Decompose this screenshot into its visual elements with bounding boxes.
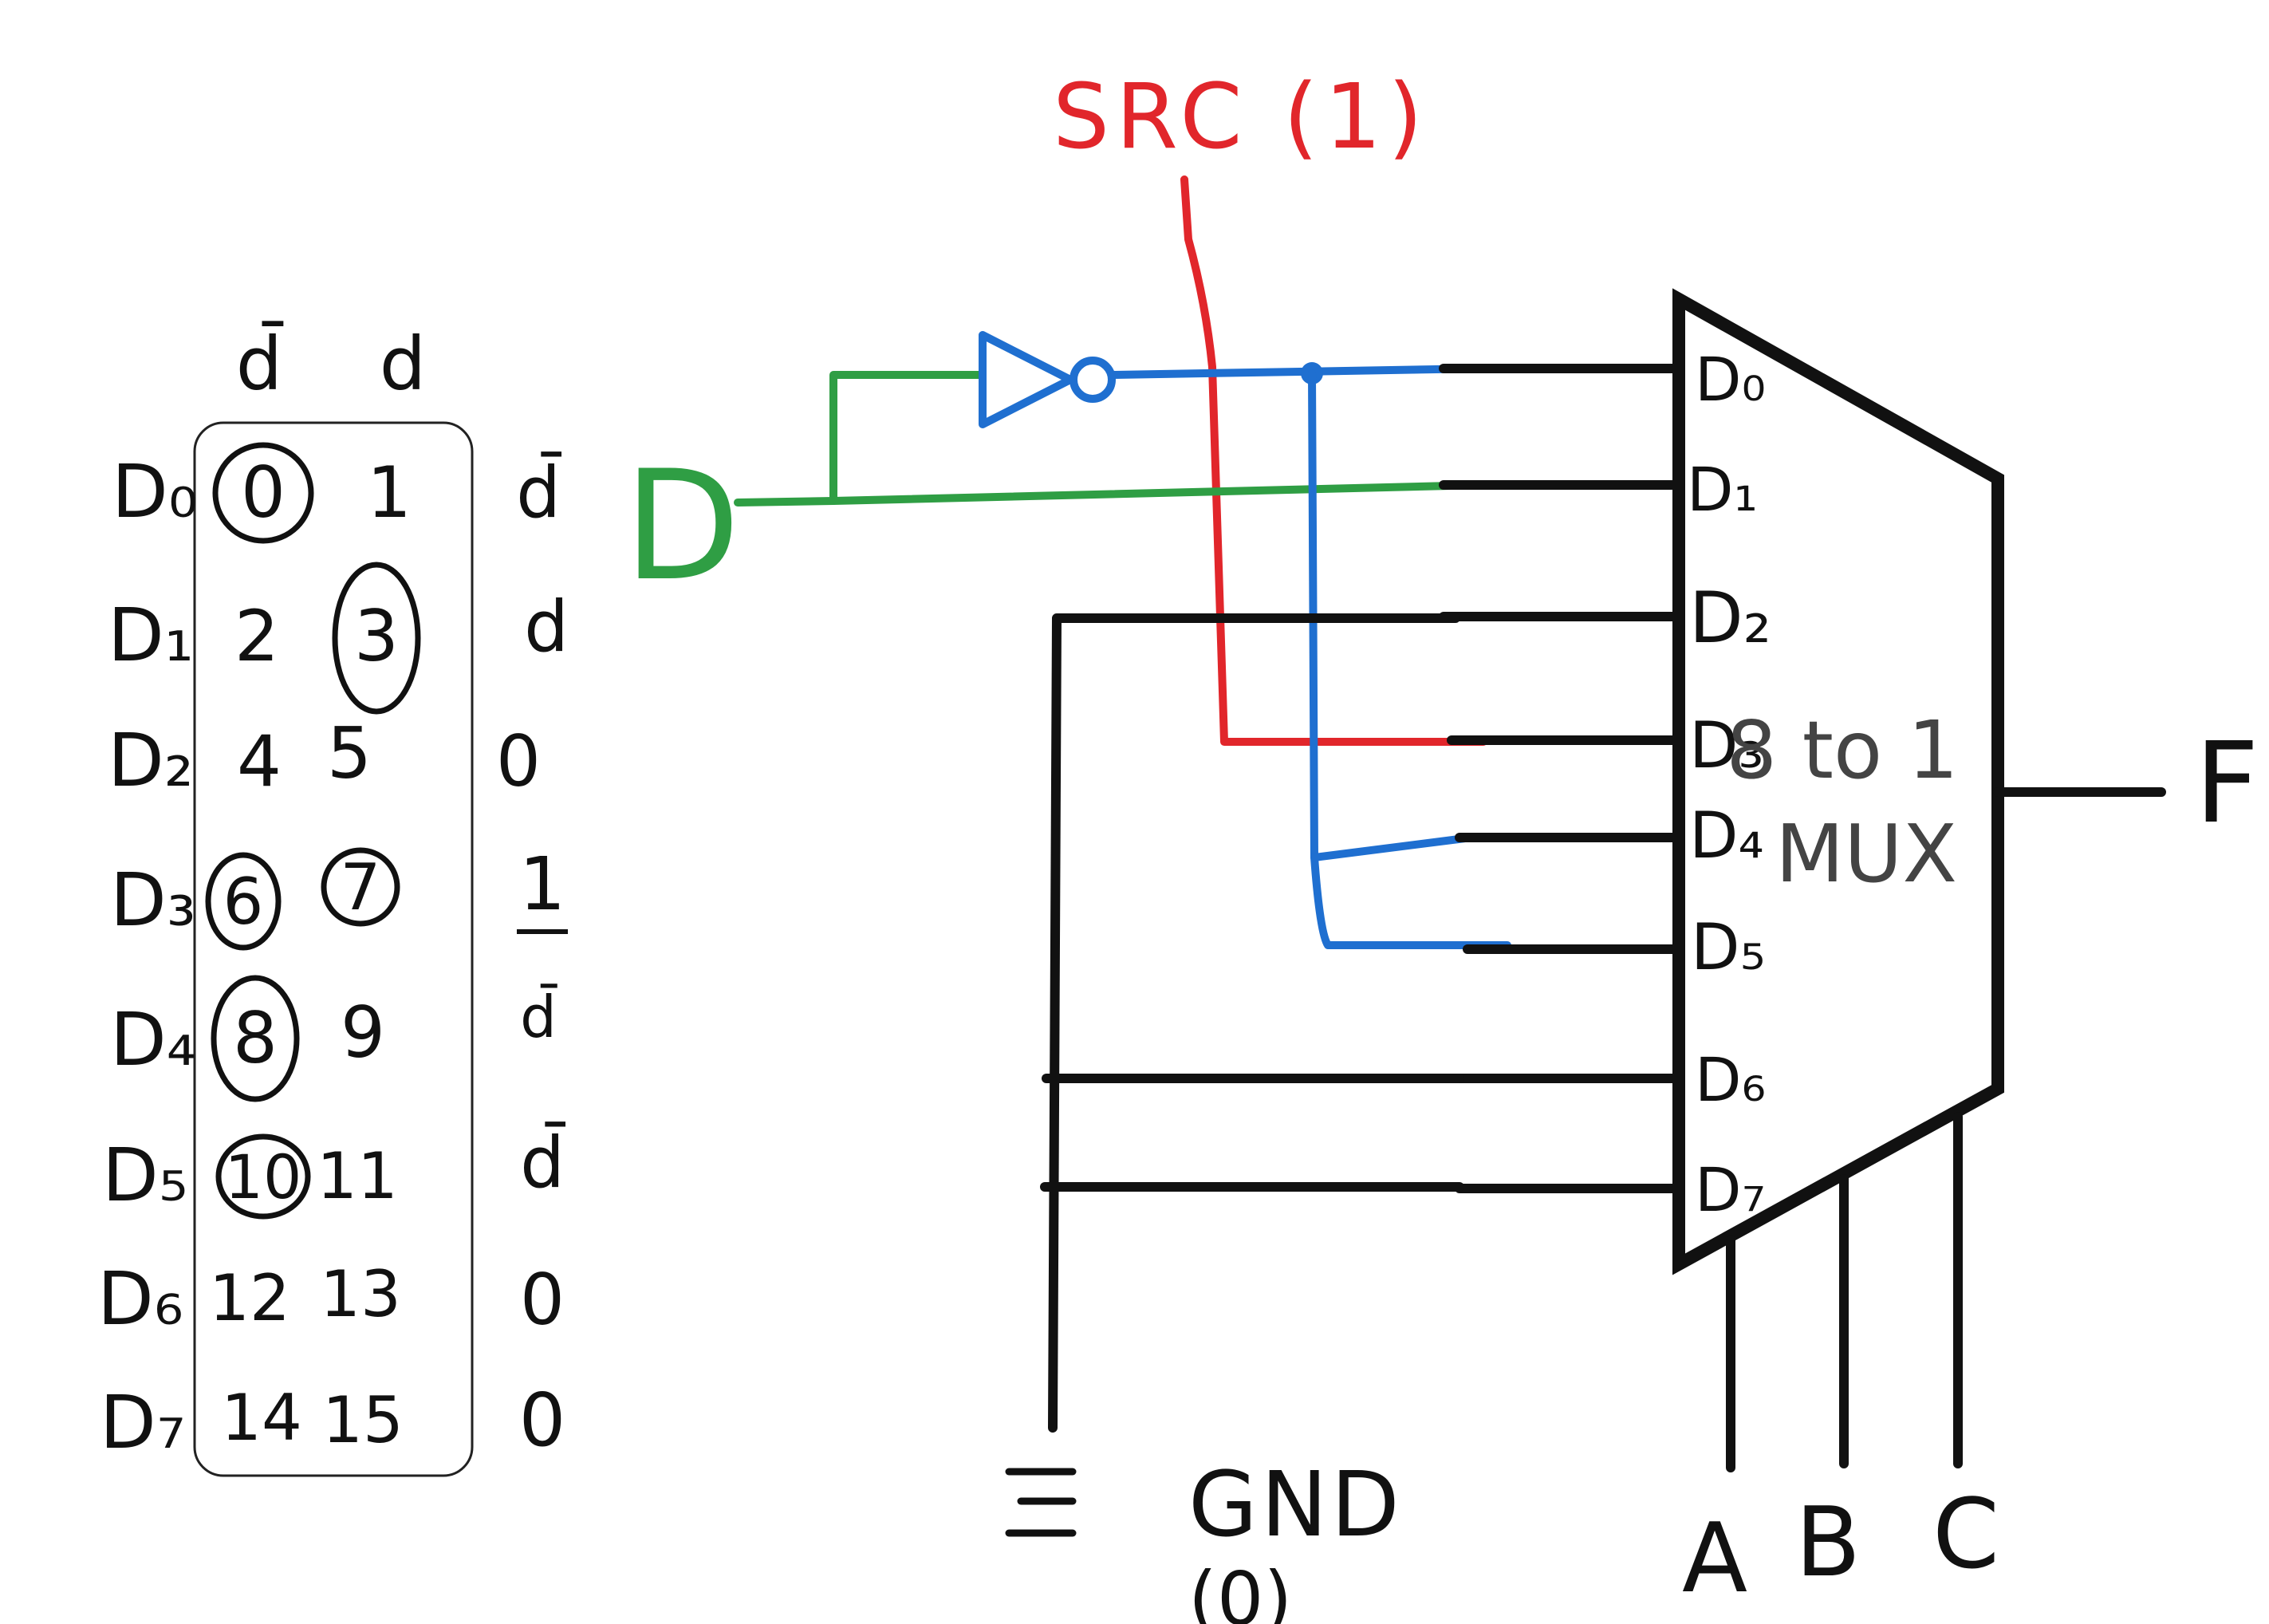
minterm-cell: 1 [367, 451, 412, 534]
mux-input-label: D₄ [1689, 798, 1764, 873]
output-label: F [2195, 719, 2259, 849]
row-input-label: D₁ [108, 593, 194, 678]
minterm-cell: 12 [209, 1261, 290, 1335]
ground-label: GND [1188, 1453, 1403, 1557]
inverted-d-wire-to-d4-d5 [1308, 369, 1511, 949]
minterm-cell: 11 [317, 1139, 398, 1213]
circled-minterm-marker [212, 442, 314, 544]
truth-table: d̄ d D₀ 0 1 d̄ D₁ 2 3 d D₂ 4 5 0 D₃ 6 7 … [97, 321, 569, 1477]
input-d-label: D [624, 438, 740, 614]
minterm-cell: 2 [234, 595, 279, 677]
minterm-cell: 6 [223, 865, 264, 939]
circled-minterm-marker [332, 562, 421, 715]
minterm-cell: 0 [241, 451, 286, 534]
minterm-cell: 8 [233, 997, 278, 1079]
input-d-wire-to-inverter [829, 371, 987, 505]
inverted-d-wire-to-d0 [1108, 365, 1487, 379]
mux-body [1672, 288, 2004, 1275]
mux-input-label: D₅ [1691, 910, 1766, 984]
inverter-gate [979, 331, 1074, 428]
input-d-wire-to-d1 [734, 481, 1487, 507]
inverter-bubble [1070, 357, 1116, 403]
inverted-d-wire-to-d4 [1310, 834, 1475, 861]
row-input-label: D₆ [97, 1256, 183, 1342]
circled-minterm-marker [205, 852, 282, 951]
mux-input-label: D₀ [1695, 344, 1766, 415]
row-input-label: D₇ [100, 1380, 186, 1465]
minterm-cell: 15 [322, 1383, 404, 1457]
circled-minterm-marker [215, 1133, 311, 1220]
minterm-cell: 4 [237, 720, 282, 802]
row-output-value: d̄ [520, 1121, 566, 1204]
mux-input-label: D₃ [1689, 708, 1764, 782]
circled-minterm-marker [211, 975, 300, 1102]
circuit: SRC (1) D GND (0) [624, 65, 2259, 1624]
ground-value: (0) [1188, 1556, 1292, 1624]
row-output-value: d̄ [516, 451, 562, 534]
row-output-value: 1 [519, 842, 566, 927]
column-header-dbar: d̄ [236, 321, 284, 407]
mux-input-label: D₁ [1687, 454, 1758, 525]
src-label: SRC (1) [1053, 65, 1429, 169]
circled-minterm-marker [321, 847, 400, 927]
row-output-value: 0 [520, 1259, 565, 1341]
row-output-value: 0 [519, 1378, 566, 1463]
row-output-value: 0 [496, 720, 541, 802]
row-output-value: d [524, 585, 569, 668]
ground-symbol-icon [1005, 1468, 1077, 1537]
mux-input-label: D₆ [1695, 1044, 1766, 1115]
src-wire [1180, 175, 1487, 746]
row-output-value: d̄ [520, 983, 557, 1050]
column-header-d: d [380, 321, 426, 407]
truth-table-frame [193, 421, 474, 1477]
select-label-c: C [1932, 1480, 1999, 1590]
minterm-cell: 5 [327, 712, 372, 794]
row-input-label: D₃ [110, 857, 196, 943]
row-input-label: D₀ [112, 449, 198, 534]
minterm-cell: 3 [354, 595, 399, 677]
select-label-a: A [1682, 1504, 1747, 1614]
minterm-cell: 13 [320, 1257, 401, 1331]
ground-wire-to-d2 [1048, 613, 1460, 1433]
mux-input-label: D₇ [1695, 1154, 1766, 1225]
select-label-b: B [1795, 1488, 1861, 1598]
mux-title-line1: 8 to 1 [1726, 704, 1958, 797]
minterm-cell: 7 [341, 850, 381, 924]
row-input-label: D₂ [108, 718, 194, 803]
mux-input-label: D₂ [1689, 577, 1771, 659]
minterm-cell: 14 [221, 1381, 302, 1455]
row-input-label: D₅ [102, 1133, 188, 1218]
row-input-label: D₄ [110, 997, 196, 1082]
minterm-cell: 9 [341, 991, 385, 1074]
minterm-cell: 10 [225, 1141, 302, 1212]
mux-title-line2: MUX [1775, 807, 1957, 901]
